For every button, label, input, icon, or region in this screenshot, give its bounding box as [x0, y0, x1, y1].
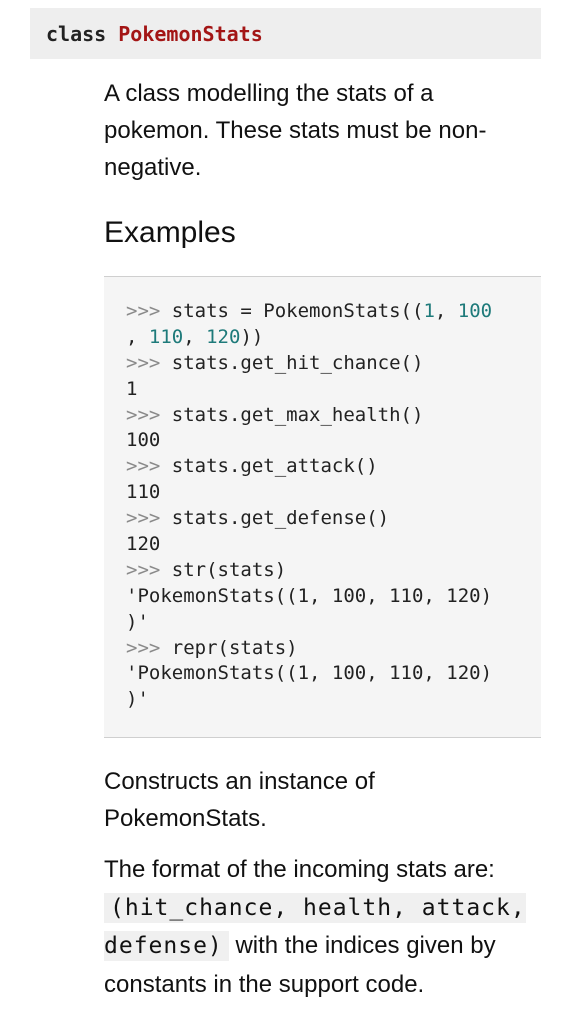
code-token: ,	[126, 325, 149, 348]
code-line: >>> stats.get_hit_chance()	[126, 351, 541, 377]
code-token: )'	[126, 688, 149, 711]
code-line: 1	[126, 377, 541, 403]
format-description: The format of the incoming stats are: (h…	[104, 851, 534, 1003]
code-prompt: >>>	[126, 558, 172, 581]
format-text-before: The format of the incoming stats are:	[104, 856, 495, 883]
examples-heading: Examples	[104, 216, 236, 249]
code-token: stats.get_defense()	[171, 507, 390, 530]
code-token: repr(stats)	[171, 636, 298, 659]
code-line: 'PokemonStats((1, 100, 110, 120)	[126, 584, 541, 610]
code-number: 1	[423, 300, 435, 322]
code-prompt: >>>	[126, 455, 172, 478]
code-prompt: >>>	[126, 636, 172, 659]
code-token: stats.get_attack()	[171, 455, 378, 478]
format-text-after: with the indices given by constants in t…	[104, 932, 496, 998]
constructor-description: Constructs an instance of PokemonStats.	[104, 768, 375, 832]
code-token: 1	[126, 377, 138, 400]
code-line: >>> stats = PokemonStats((1, 100	[126, 299, 541, 325]
code-token: 'PokemonStats((1, 100, 110, 120)	[126, 662, 493, 685]
code-line: 'PokemonStats((1, 100, 110, 120)	[126, 661, 541, 687]
code-token: ))	[240, 325, 264, 348]
code-token: stats = PokemonStats((	[171, 300, 424, 322]
class-keyword: class	[46, 21, 107, 46]
code-prompt: >>>	[126, 403, 172, 426]
code-line: 100	[126, 428, 541, 454]
code-number: 120	[206, 325, 241, 348]
class-signature: class PokemonStats	[30, 8, 541, 59]
code-token: 'PokemonStats((1, 100, 110, 120)	[126, 584, 493, 607]
code-line: )'	[126, 687, 541, 713]
code-token: 120	[126, 533, 161, 556]
code-token: )'	[126, 610, 149, 633]
code-number: 110	[148, 325, 184, 348]
code-line: )'	[126, 610, 541, 636]
code-line: 120	[126, 532, 541, 558]
code-token: 110	[126, 481, 161, 504]
class-description: A class modelling the stats of a pokemon…	[104, 80, 487, 181]
code-line: >>> repr(stats)	[126, 636, 541, 662]
code-token: ,	[183, 325, 207, 348]
code-line: >>> stats.get_max_health()	[126, 403, 541, 429]
code-token: 100	[126, 429, 161, 452]
examples-code-block: >>> stats = PokemonStats((1, 100, 110, 1…	[104, 276, 541, 738]
code-token: str(stats)	[171, 558, 287, 581]
code-line: , 110, 120))	[126, 325, 541, 351]
code-line: >>> stats.get_attack()	[126, 454, 541, 480]
code-token: stats.get_max_health()	[171, 403, 424, 426]
code-line: >>> str(stats)	[126, 558, 541, 584]
class-name: PokemonStats	[118, 21, 263, 46]
code-line: 110	[126, 480, 541, 506]
code-token: ,	[434, 300, 458, 322]
code-token: stats.get_hit_chance()	[171, 351, 424, 374]
code-prompt: >>>	[126, 300, 172, 322]
code-prompt: >>>	[126, 351, 172, 374]
code-prompt: >>>	[126, 507, 172, 530]
code-line: >>> stats.get_defense()	[126, 506, 541, 532]
code-number: 100	[457, 300, 493, 322]
